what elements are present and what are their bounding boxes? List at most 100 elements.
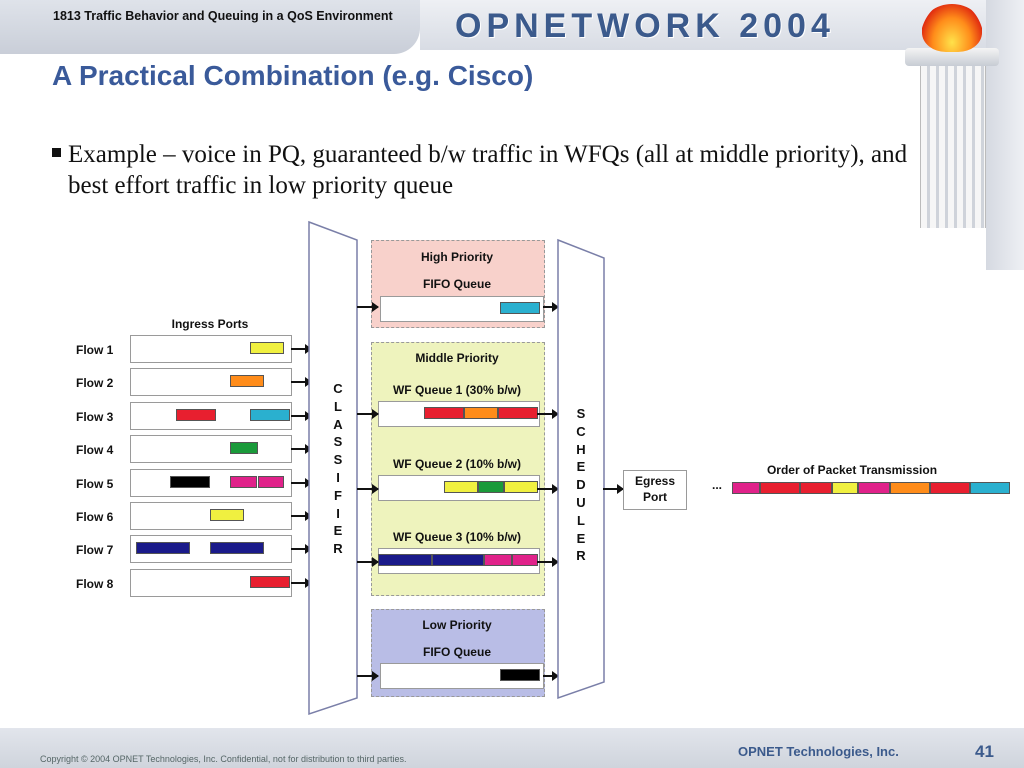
arrow-to-low-queue (357, 671, 379, 681)
packet (464, 407, 498, 419)
letter: C (576, 423, 586, 439)
arrow-to-wf-queue-2 (357, 484, 379, 494)
packet (498, 407, 538, 419)
packet (230, 475, 257, 488)
footer-copyright: Copyright © 2004 OPNET Technologies, Inc… (40, 754, 407, 764)
flow-label: Flow 2 (76, 376, 114, 391)
high-priority-subtitle: FIFO Queue (422, 277, 491, 291)
flow-port-box (130, 368, 292, 397)
packet (250, 408, 290, 421)
packet (230, 375, 264, 388)
arrow-low-to-scheduler (543, 671, 559, 681)
packet (378, 554, 432, 566)
brand-banner (420, 0, 1000, 50)
slide-title: A Practical Combination (e.g. Cisco) (52, 60, 534, 91)
header-title-panel (0, 0, 420, 54)
flow-label: Flow 1 (76, 343, 114, 357)
packet (258, 475, 284, 488)
packet (512, 554, 538, 566)
scheduler-shape (557, 238, 605, 700)
egress-port (623, 470, 687, 510)
packet (500, 302, 540, 314)
order-packet (800, 482, 832, 494)
arrow-to-wf-queue-1 (357, 409, 379, 419)
packet (484, 554, 512, 566)
column-decoration (920, 60, 986, 228)
letter: F (334, 487, 342, 503)
flow-label: Flow 5 (76, 476, 114, 491)
flow-label: Flow 4 (76, 443, 114, 458)
arrow-to-wf-queue-3 (357, 557, 379, 567)
letter: R (576, 548, 586, 564)
letter: E (576, 459, 586, 475)
letter: L (577, 512, 585, 528)
bullet-text: Example – voice in PQ, guaranteed b/w tr… (68, 141, 908, 199)
order-packet (930, 482, 970, 494)
arrow-scheduler-to-egress (603, 484, 624, 494)
packet (432, 554, 484, 566)
wf-queue-label: WF Queue 1 (30% b/w) (392, 383, 521, 397)
letter: H (576, 441, 586, 457)
egress-port-label: Egress Port (634, 474, 676, 504)
column-capital (905, 48, 999, 66)
packet (136, 542, 190, 555)
letter: E (333, 523, 343, 539)
packet (210, 509, 244, 521)
letter: S (333, 452, 343, 468)
letter: A (333, 416, 343, 432)
brand-logo: OPNETWORK 2004 (455, 7, 835, 45)
order-packet (970, 482, 1010, 494)
letter: R (333, 541, 343, 557)
letter: I (336, 505, 340, 521)
presentation-title: 1813 Traffic Behavior and Queuing in a Q… (53, 9, 393, 23)
order-packet (760, 482, 800, 494)
torch-flame-icon (922, 4, 982, 52)
middle-priority-title: Middle Priority (415, 351, 499, 365)
packet (478, 481, 504, 493)
arrow-wf1-to-scheduler (537, 409, 559, 419)
letter: U (576, 494, 586, 510)
flow-label: Flow 7 (76, 543, 114, 558)
packet (250, 342, 284, 354)
packet (230, 442, 258, 455)
letter: I (336, 469, 340, 485)
low-priority-title: Low Priority (422, 618, 492, 632)
arrow-to-high-queue (357, 302, 379, 312)
packet (210, 542, 264, 555)
footer-company: OPNET Technologies, Inc. (738, 744, 899, 759)
flow-label: Flow 6 (76, 510, 114, 524)
ingress-title: Ingress Ports (171, 317, 249, 331)
letter: D (576, 477, 586, 493)
letter: S (576, 406, 586, 421)
order-packet (832, 482, 858, 494)
packet (250, 575, 290, 588)
flow-port-box (130, 435, 292, 464)
packet (170, 475, 210, 488)
packet (444, 481, 478, 493)
flow-label: Flow 8 (76, 576, 114, 591)
arrow-high-to-scheduler (543, 302, 559, 312)
high-priority-title: High Priority (420, 250, 493, 264)
right-decor-bar (986, 0, 1024, 270)
packet (500, 669, 540, 681)
page-number: 41 (975, 742, 994, 761)
packet (424, 407, 464, 419)
flow-label: Flow 3 (76, 409, 114, 424)
letter: S (333, 434, 343, 450)
letter: L (334, 398, 342, 414)
bullet-square-icon (52, 148, 61, 157)
low-priority-subtitle: FIFO Queue (422, 645, 491, 659)
packet (504, 481, 538, 493)
arrow-wf3-to-scheduler (537, 557, 559, 567)
footer-band (0, 728, 1024, 768)
order-packet (858, 482, 890, 494)
arrow-wf2-to-scheduler (537, 484, 559, 494)
egress-ellipsis: ... (712, 478, 723, 492)
wf-queue-label: WF Queue 3 (10% b/w) (392, 530, 521, 544)
packet (176, 408, 216, 421)
wf-queue-label: WF Queue 2 (10% b/w) (392, 457, 521, 471)
letter: E (576, 530, 586, 546)
letter: C (333, 381, 343, 396)
